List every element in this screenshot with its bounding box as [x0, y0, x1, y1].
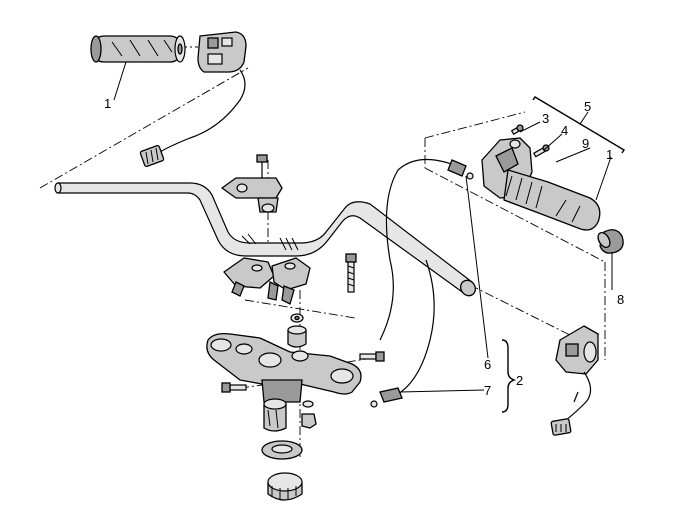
callout-8: 8: [617, 292, 624, 307]
pinch-bolt-right: [359, 351, 385, 362]
callout-2: 2: [516, 373, 523, 388]
bracket-2: [501, 339, 517, 413]
throttle-grip-right: [503, 169, 601, 231]
leader-lines: [113, 61, 613, 393]
callout-6: 6: [484, 357, 491, 372]
handlebar-clamp-upper: [221, 154, 283, 213]
left-grip: [90, 35, 186, 63]
steering-sleeve: [263, 398, 287, 432]
screw-3: [510, 124, 524, 136]
throttle-cable-7: [370, 259, 435, 408]
callout-5: 5: [584, 99, 591, 114]
washer-upper: [290, 313, 304, 323]
stem-nut-washer: [301, 400, 317, 429]
callout-1-left: 1: [104, 96, 111, 111]
callout-1-right: 1: [606, 147, 613, 162]
callout-7: 7: [484, 383, 491, 398]
handlebar-clamp-lower: [223, 257, 311, 305]
bolt-right: [345, 253, 357, 293]
ring-nut: [267, 472, 303, 501]
pinch-bolt-left: [221, 382, 247, 393]
assembly-lines: [39, 46, 606, 460]
top-yoke: [206, 332, 362, 403]
handlebar: [54, 182, 476, 297]
callout-4: 4: [561, 123, 568, 138]
bar-end-weight: [597, 229, 624, 254]
screw-4: [532, 144, 550, 158]
callout-9: 9: [582, 136, 589, 151]
bracket-5: [532, 96, 625, 154]
callout-labels: 1 1 2 3 4 5 6 7 8 9: [104, 96, 624, 398]
dust-seal: [261, 440, 303, 460]
callout-3: 3: [542, 111, 549, 126]
rubber-bush: [287, 325, 307, 348]
left-switch-housing: [139, 31, 247, 168]
throttle-cable-6: [379, 158, 474, 341]
right-switch-housing: [550, 325, 599, 436]
